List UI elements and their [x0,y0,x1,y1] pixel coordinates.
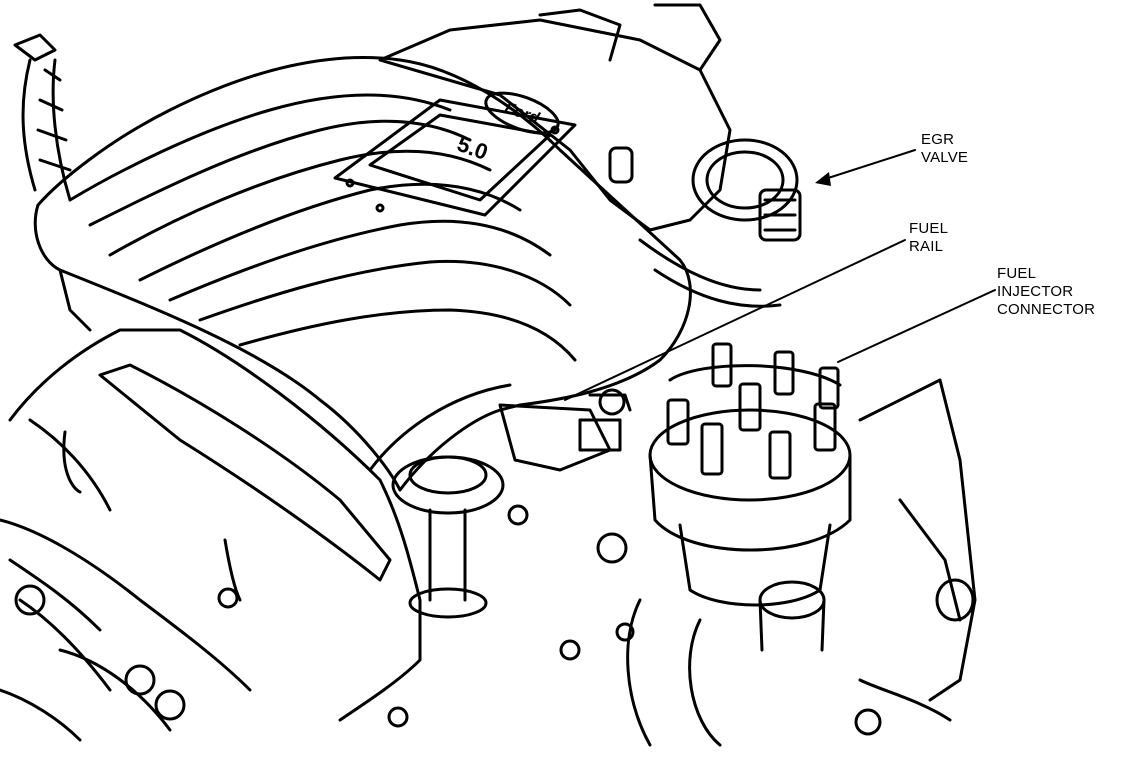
fuel-injector-connector-label-line-3: CONNECTOR [997,301,1096,318]
egr-arrowhead [815,172,831,186]
fuel-rail-leader-line [564,239,906,401]
fuel-rail-label: FUEL RAIL [909,220,948,256]
injector-leader-line [837,289,996,363]
egr-valve-label-line-2: VALVE [921,149,969,166]
exhaust-manifold [0,518,252,742]
egr-valve [691,138,802,242]
egr-valve-label: EGR VALVE [921,131,968,167]
leader-arrowheads [815,172,831,186]
engine-bracket [858,378,977,722]
water-outlet [626,580,882,747]
fuel-injector-connector-label-line-2: INJECTOR [997,283,1074,300]
egr-leader-line [821,149,916,181]
manifold-badge [333,91,577,217]
bolts [507,504,635,661]
fuel-injector-connector-label-line-1: FUEL [997,265,1037,282]
fuel-rail [498,388,632,472]
oil-filler [391,455,505,619]
fuel-injector-connector-label: FUEL INJECTOR CONNECTOR [997,265,1095,319]
throttle-body [378,3,782,308]
valve-cover [8,328,422,728]
wiring-harness [13,33,72,202]
fuel-rail-label-line-2: RAIL [909,238,944,255]
egr-valve-label-line-1: EGR [921,131,955,148]
leader-lines [564,149,996,401]
distributor [648,364,852,607]
upper-intake-manifold [33,55,692,492]
fuel-rail-label-line-1: FUEL [909,220,949,237]
distributor-towers [666,342,840,480]
